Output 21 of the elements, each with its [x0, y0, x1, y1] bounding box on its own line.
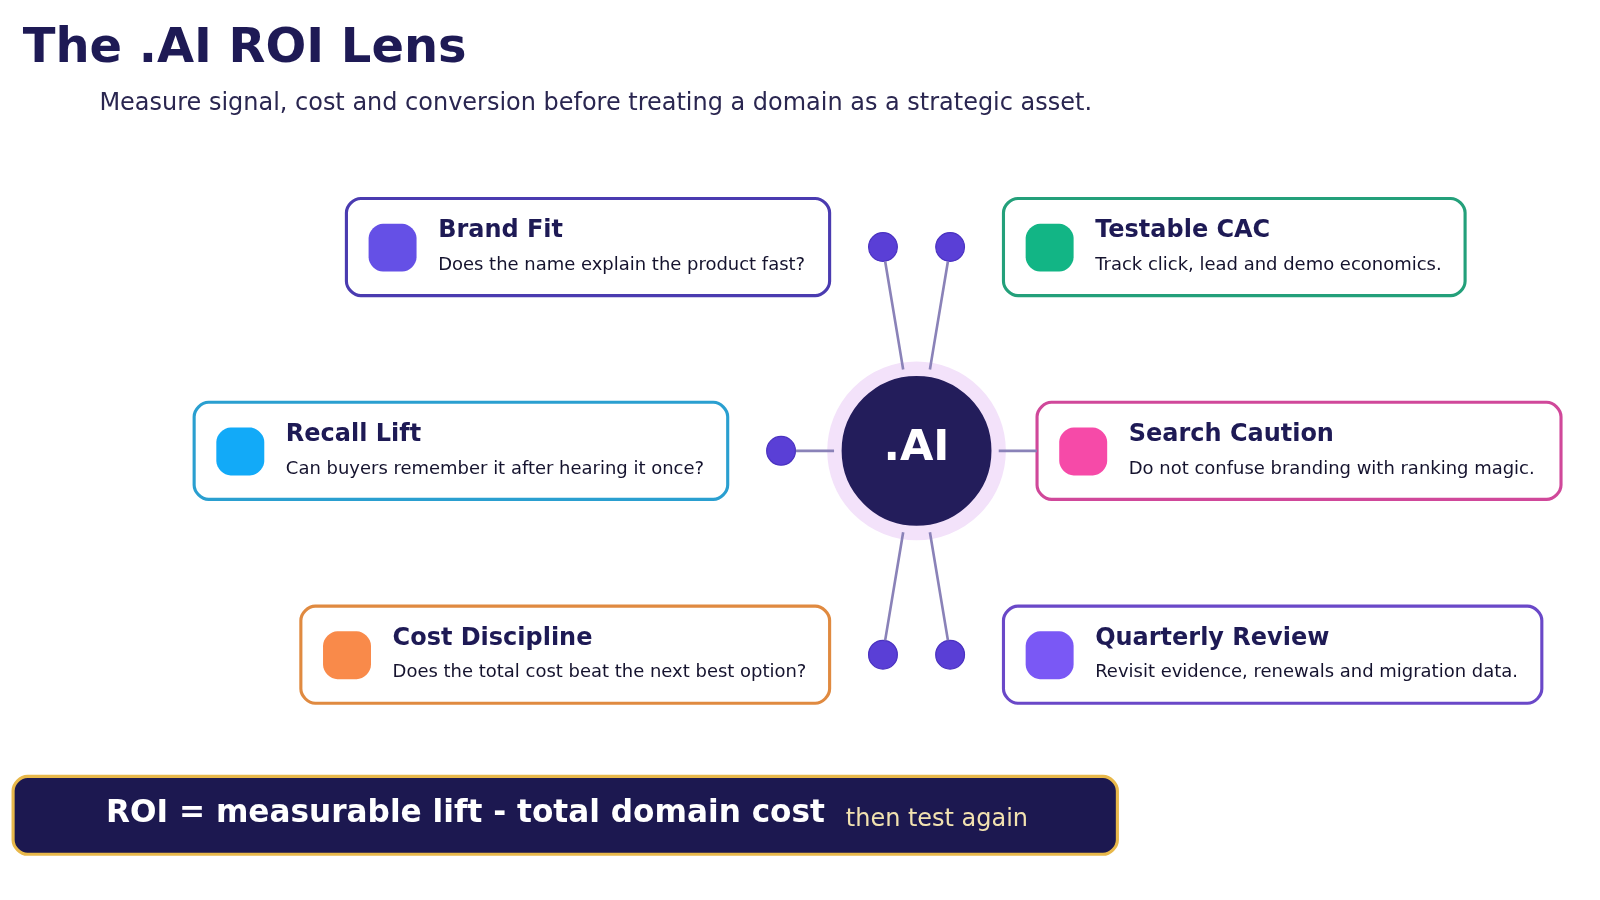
node-circle	[935, 232, 966, 262]
label: Measure signal, cost and conversion before treating a domain as a strategic asset.	[99, 87, 1093, 116]
node-circle: .AI	[827, 361, 1006, 541]
node-circle	[868, 639, 898, 670]
node-box: ROI = measurable lift - total domain cost then test again	[11, 774, 1119, 856]
connector	[928, 532, 950, 641]
node-circle	[868, 232, 898, 262]
connector	[883, 532, 905, 641]
node-box: Cost Discipline Does the total cost beat the next best option?	[299, 604, 832, 705]
node-box: Quarterly Review Revisit evidence, renewals and migration data.	[1001, 604, 1544, 705]
node-circle	[766, 435, 797, 466]
connector	[883, 261, 905, 370]
diagram-title: The .AI ROI Lens	[22, 16, 467, 73]
connector	[795, 449, 835, 453]
node-box: Brand Fit Does the name explain the product fast?	[344, 196, 832, 298]
node-box: Search Caution Do not confuse branding with ranking magic.	[1035, 400, 1563, 501]
connector	[928, 261, 950, 370]
node-circle	[935, 639, 966, 670]
node-box: Recall Lift Can buyers remember it after hearing it once?	[192, 400, 730, 501]
node-box: Testable CAC Track click, lead and demo economics.	[1001, 196, 1467, 298]
connector	[998, 449, 1037, 453]
